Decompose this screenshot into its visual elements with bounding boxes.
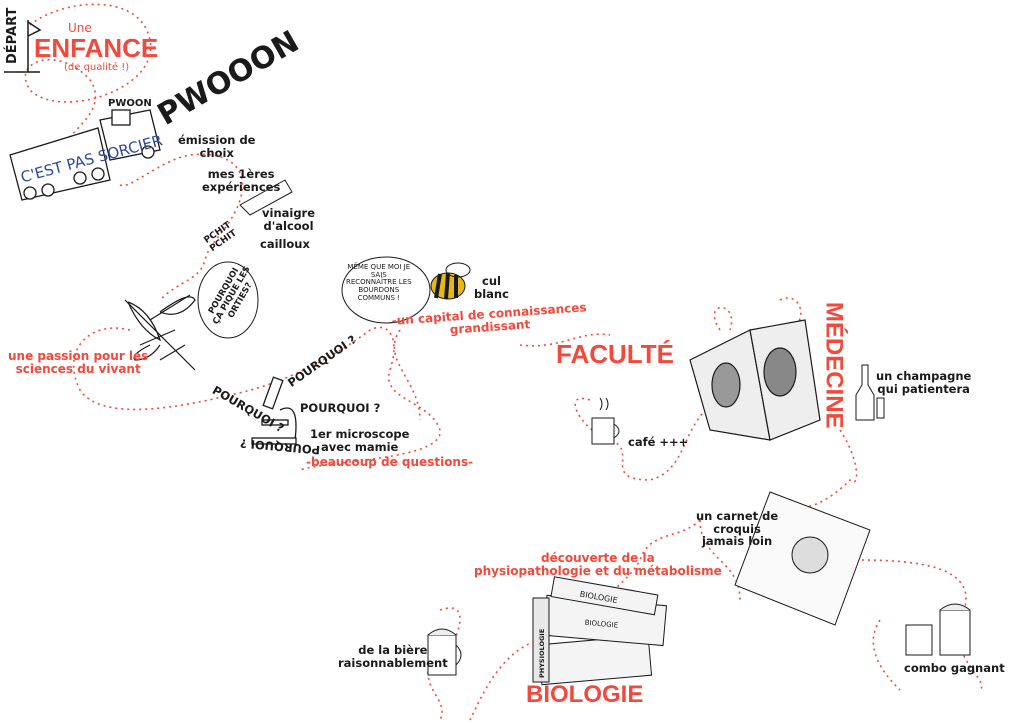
book-title-biologie-2: BIOLOGIE <box>584 619 618 630</box>
book-title-physiologie: PHYSIOLOGIE <box>538 629 546 678</box>
vinegar-label: vinaigre d'alcool <box>262 206 316 233</box>
nettle-icon <box>124 294 196 371</box>
dotted-path <box>24 3 983 721</box>
sketchbook-icon <box>734 491 871 626</box>
medecine-title: MÉDECINE <box>820 301 848 429</box>
why-2: POURQUOI ? <box>300 401 381 415</box>
biologie-title: BIOLOGIE <box>526 681 644 708</box>
truck-sound-small: PWOON <box>108 98 152 109</box>
bee-bubble-text: MÊME QUE MOI JE SAIS RECONNAÎTRE LES BOU… <box>346 263 412 302</box>
books-stack-icon: BIOLOGIE BIOLOGIE PHYSIOLOGIE <box>532 576 668 686</box>
coffee-cup-icon <box>591 397 620 445</box>
experiments-label: mes 1ères expériences <box>202 167 281 194</box>
flag-icon <box>4 20 42 73</box>
depart-label: DÉPART <box>5 7 20 64</box>
biologie-caption: découverte de la physiopathologie et du … <box>474 551 722 579</box>
bee-speech-bubble <box>341 256 431 324</box>
combo-mugs-icon <box>905 603 971 656</box>
truck-label: émission de choix <box>178 133 256 160</box>
enfance-subtitle: (de qualité !) <box>64 62 130 73</box>
combo-label: combo gagnant <box>904 661 1005 675</box>
bottle-icon <box>239 179 293 216</box>
beer-label: de la bière raisonnablement <box>338 643 448 670</box>
une-label: Une <box>68 21 92 35</box>
bee-icon <box>430 262 471 300</box>
pebbles-label: cailloux <box>260 237 310 251</box>
microscope-icon <box>251 376 297 445</box>
nettle-speech-bubble <box>197 261 259 339</box>
faculte-title: FACULTÉ <box>556 339 674 369</box>
beer-mug-icon <box>427 628 462 676</box>
coffee-label: café +++ <box>628 435 689 449</box>
microscope-label: 1er microscope avec mamie <box>310 427 410 454</box>
enfance-title: ENFANCE <box>34 33 159 63</box>
passion-label: une passion pour les sciences du vivant <box>8 349 149 377</box>
champagne-icon <box>855 364 885 421</box>
champagne-label: un champagne qui patientera <box>876 369 972 396</box>
bee-label: cul blanc <box>474 274 509 301</box>
sketchbook-label: un carnet de croquis jamais loin <box>696 509 779 549</box>
anatomy-book-icon <box>689 319 821 441</box>
truck-icon: C'EST PAS SORCIER <box>9 109 164 201</box>
questions-caption: -beaucoup de questions- <box>306 455 474 469</box>
